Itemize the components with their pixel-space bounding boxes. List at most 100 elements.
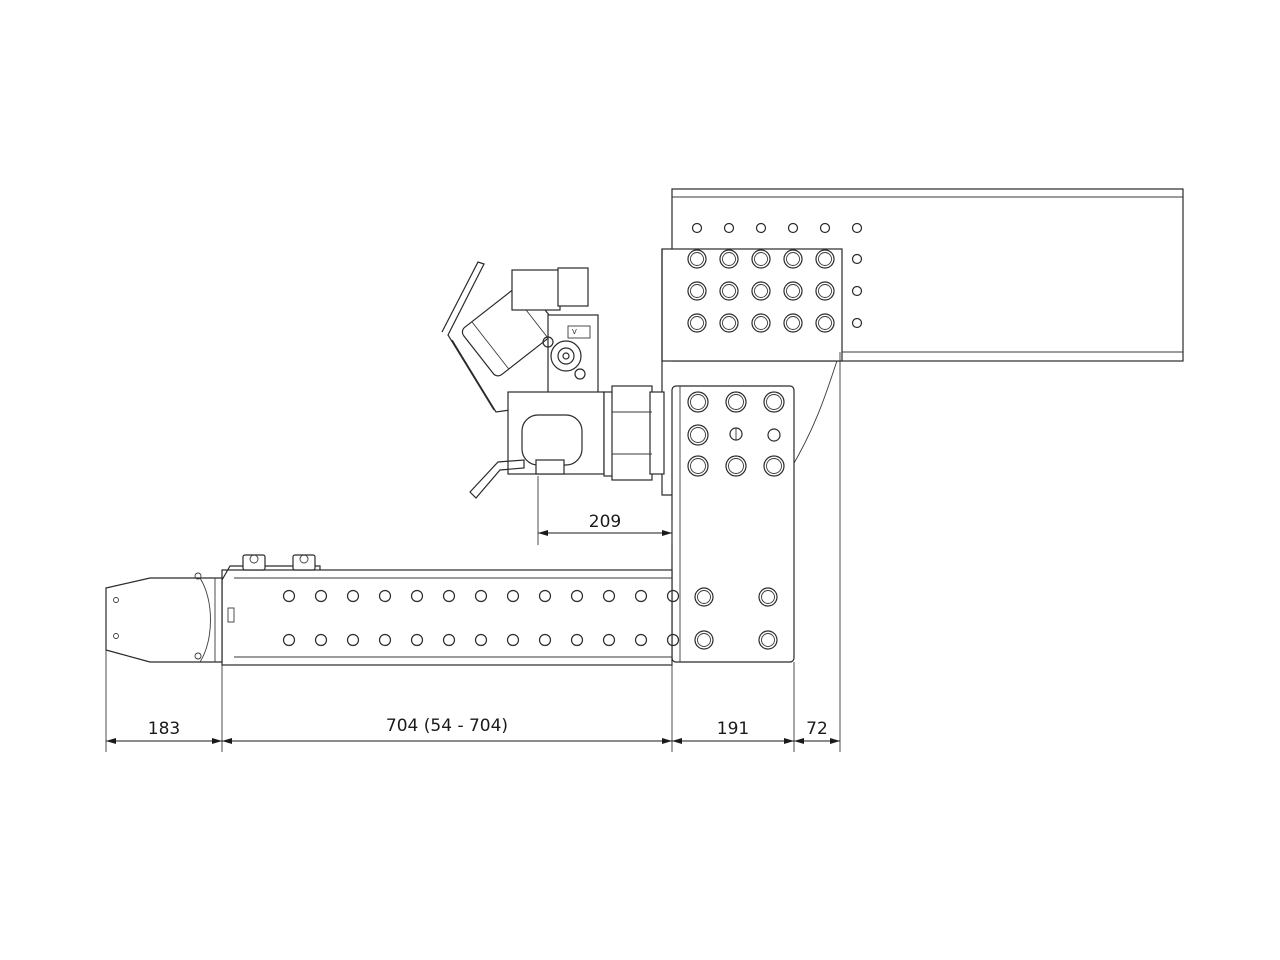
beam-hole bbox=[755, 222, 767, 234]
plate-hole-inner bbox=[690, 427, 706, 443]
beam-hole bbox=[851, 222, 863, 234]
plate-hole bbox=[725, 455, 747, 477]
arm-hole bbox=[570, 589, 584, 603]
arm-hole bbox=[410, 589, 424, 603]
plate-hole-inner bbox=[722, 316, 736, 330]
arm-hole bbox=[474, 589, 488, 603]
arm-hole bbox=[538, 589, 552, 603]
plate-hole-inner bbox=[697, 590, 711, 604]
arm-hole bbox=[314, 633, 328, 647]
plate-hole-inner bbox=[786, 252, 800, 266]
plate-hole bbox=[763, 455, 785, 477]
plate-hole-inner bbox=[766, 458, 782, 474]
plate-hole bbox=[815, 249, 835, 269]
plate-hole-inner bbox=[690, 394, 706, 410]
plate-hole-inner bbox=[818, 252, 832, 266]
plate-hole-inner bbox=[722, 252, 736, 266]
beam-hole bbox=[851, 285, 863, 297]
arm-hole bbox=[634, 633, 648, 647]
plate-hole bbox=[751, 249, 771, 269]
plate-hole bbox=[694, 587, 714, 607]
svg-text:V: V bbox=[572, 328, 577, 336]
plate-hole bbox=[687, 281, 707, 301]
plate-hole-inner bbox=[754, 252, 768, 266]
plate-hole-inner bbox=[690, 458, 706, 474]
arm-hole bbox=[346, 589, 360, 603]
arm-hole bbox=[602, 589, 616, 603]
arm-hole bbox=[602, 633, 616, 647]
plate-hole-inner bbox=[761, 633, 775, 647]
plate-hole bbox=[815, 281, 835, 301]
arm-hole bbox=[378, 633, 392, 647]
plate-hole-inner bbox=[728, 458, 744, 474]
plate-hole bbox=[751, 281, 771, 301]
arm-hole bbox=[282, 633, 296, 647]
hitch-coupling: V bbox=[441, 261, 665, 499]
plate-hole bbox=[719, 313, 739, 333]
arm-hole bbox=[314, 589, 328, 603]
plate-hole bbox=[767, 428, 781, 442]
plate-hole bbox=[687, 313, 707, 333]
plate-hole bbox=[687, 249, 707, 269]
dimension-label-frame-offset: 72 bbox=[806, 719, 828, 739]
plate-hole bbox=[758, 630, 778, 650]
arm-hole bbox=[474, 633, 488, 647]
arm-hole bbox=[442, 633, 456, 647]
plate-hole-inner bbox=[697, 633, 711, 647]
arm-hole bbox=[538, 633, 552, 647]
dimension-label-extension-length: 704 (54 - 704) bbox=[386, 716, 508, 736]
plate-hole bbox=[687, 424, 709, 446]
dimension-209: 209 bbox=[538, 512, 672, 536]
arm-hole bbox=[506, 589, 520, 603]
beam-hole bbox=[851, 253, 863, 265]
plate-hole bbox=[783, 249, 803, 269]
plate-hole-inner bbox=[728, 394, 744, 410]
arm-hole bbox=[506, 633, 520, 647]
plate-hole bbox=[719, 281, 739, 301]
plate-hole-inner bbox=[818, 316, 832, 330]
plate-hole bbox=[763, 391, 785, 413]
arm-hole bbox=[666, 633, 680, 647]
plate-hole bbox=[783, 313, 803, 333]
beam-hole bbox=[819, 222, 831, 234]
plate-hole-inner bbox=[786, 284, 800, 298]
beam-hole bbox=[691, 222, 703, 234]
plate-hole-inner bbox=[754, 316, 768, 330]
plate-hole bbox=[725, 391, 747, 413]
tapered-tip bbox=[105, 572, 235, 663]
plate-hole bbox=[815, 313, 835, 333]
arm-hole bbox=[634, 589, 648, 603]
arm-hole bbox=[346, 633, 360, 647]
beam-hole bbox=[851, 317, 863, 329]
arm-hole bbox=[666, 589, 680, 603]
plate-hole-inner bbox=[761, 590, 775, 604]
arm-hole bbox=[442, 589, 456, 603]
plate-hole bbox=[687, 455, 709, 477]
dimension-label-top-offset: 209 bbox=[589, 512, 621, 532]
plate-hole bbox=[751, 313, 771, 333]
plate-hole bbox=[687, 391, 709, 413]
plate-hole-inner bbox=[690, 316, 704, 330]
arm-hole bbox=[378, 589, 392, 603]
plate-hole-inner bbox=[690, 252, 704, 266]
dimension-label-plate-width: 191 bbox=[717, 719, 749, 739]
plate-hole-inner bbox=[754, 284, 768, 298]
arm-hole bbox=[570, 633, 584, 647]
plate-hole bbox=[719, 249, 739, 269]
plate-hole-inner bbox=[690, 284, 704, 298]
mounting-plate bbox=[661, 248, 843, 663]
bolt-holes bbox=[282, 222, 863, 650]
plate-hole-inner bbox=[818, 284, 832, 298]
dimension-chain-bottom: 183 704 (54 - 704) 191 72 bbox=[106, 716, 840, 744]
beam-hole bbox=[787, 222, 799, 234]
beam-hole bbox=[723, 222, 735, 234]
arm-hole bbox=[282, 589, 296, 603]
plate-hole-inner bbox=[766, 394, 782, 410]
arm-hole bbox=[410, 633, 424, 647]
plate-hole-inner bbox=[786, 316, 800, 330]
plate-hole bbox=[783, 281, 803, 301]
plate-hole bbox=[758, 587, 778, 607]
dimension-label-tip-length: 183 bbox=[148, 719, 180, 739]
extension-arm bbox=[221, 554, 673, 666]
